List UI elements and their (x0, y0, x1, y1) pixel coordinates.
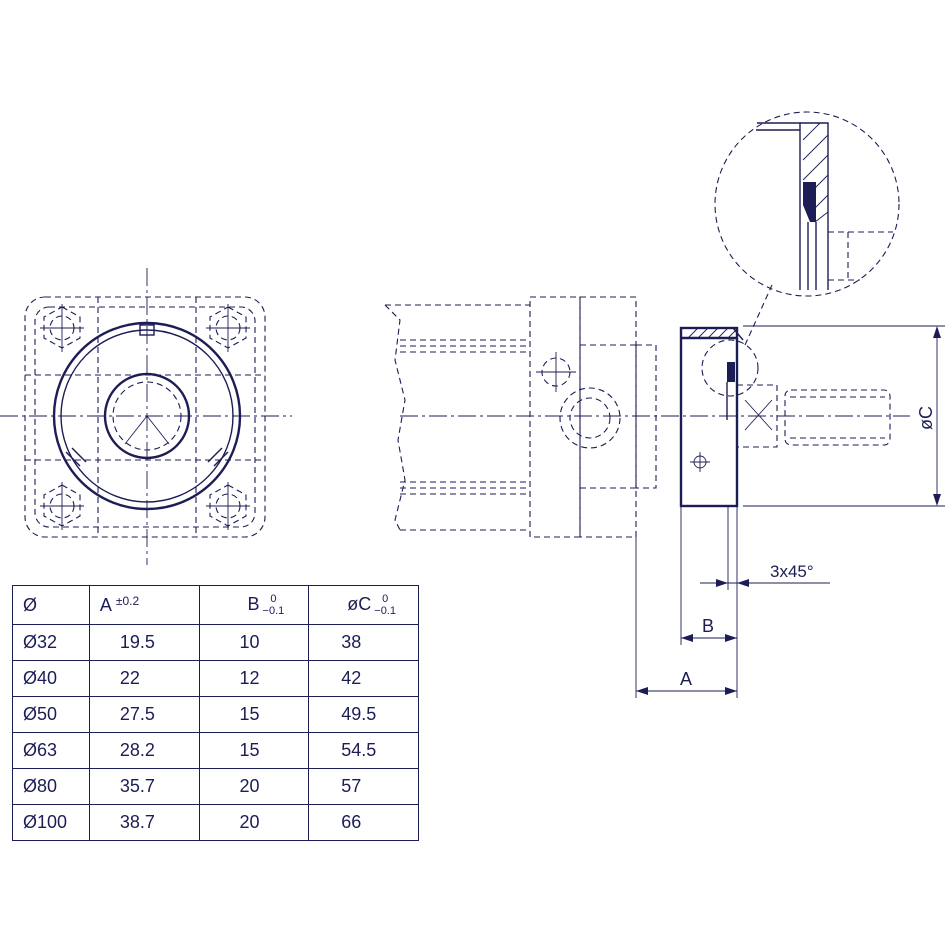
cell-diameter: Ø63 (12, 732, 90, 769)
cell-a: 28.2 (88, 732, 200, 769)
dimension-b: B (680, 506, 738, 645)
detail-part-edge (800, 122, 829, 222)
corner-bolt (206, 304, 250, 352)
thread-circle (112, 381, 182, 451)
slot-notch (213, 451, 229, 467)
cell-b: 20 (198, 768, 310, 805)
table-row: Ø50 27.5 15 49.5 (12, 696, 419, 733)
cell-c: 38 (308, 624, 419, 661)
cell-a: 35.7 (88, 768, 200, 805)
header-a: A±0.2 (88, 585, 200, 625)
cell-b: 15 (198, 696, 310, 733)
end-cap (529, 296, 581, 538)
bore-circle (103, 372, 191, 460)
corner-bolt (40, 304, 84, 352)
front-view (0, 268, 292, 565)
cell-diameter: Ø100 (12, 804, 90, 841)
flange-inner-outline (34, 306, 256, 528)
detail-view (714, 111, 900, 297)
slot-notch (71, 447, 87, 463)
detail-circle (714, 111, 900, 297)
nut-hatch (687, 327, 738, 339)
cell-a: 19.5 (88, 624, 200, 661)
cell-c: 66 (308, 804, 419, 841)
chamfer-line (732, 327, 744, 341)
detail-part-edge (757, 122, 801, 290)
seal (727, 362, 735, 382)
dimension-chamfer: 3x45° (700, 506, 830, 590)
cell-a: 38.7 (88, 804, 200, 841)
cell-c: 54.5 (308, 732, 419, 769)
bore-mark (146, 415, 170, 445)
table-row: Ø32 19.5 10 38 (12, 624, 419, 661)
dimension-c: øC (743, 325, 945, 507)
bore-mark (124, 415, 148, 445)
nut-side (679, 326, 739, 508)
slot-notch (207, 447, 223, 463)
slot-notch (139, 324, 155, 336)
cell-b: 12 (198, 660, 310, 697)
cell-c: 42 (308, 660, 419, 697)
corner-bolt (206, 482, 250, 530)
corner-bolt (40, 482, 84, 530)
table-row: Ø100 38.7 20 66 (12, 804, 419, 841)
dim-c-label: øC (916, 406, 936, 430)
slot-notch (65, 451, 81, 467)
cell-b: 10 (198, 624, 310, 661)
detail-seal (803, 182, 816, 222)
detail-marker (701, 339, 759, 397)
port-large (559, 387, 621, 449)
table-row: Ø80 35.7 20 57 (12, 768, 419, 805)
dimension-a: A (635, 537, 738, 698)
rod (635, 344, 657, 489)
cell-diameter: Ø80 (12, 768, 90, 805)
cell-c: 49.5 (308, 696, 419, 733)
chamfer-label: 3x45° (770, 562, 814, 581)
cell-a: 27.5 (88, 696, 200, 733)
cell-diameter: Ø40 (12, 660, 90, 697)
cell-diameter: Ø32 (12, 624, 90, 661)
cell-diameter: Ø50 (12, 696, 90, 733)
cell-a: 22 (88, 660, 200, 697)
table-row: Ø40 22 12 42 (12, 660, 419, 697)
port-large-inner (569, 397, 611, 439)
flange-outline (24, 296, 266, 538)
header-diameter: Ø (12, 585, 90, 625)
cell-b: 20 (198, 804, 310, 841)
cell-b: 15 (198, 732, 310, 769)
dim-a-label: A (680, 669, 692, 689)
dim-b-label: B (702, 616, 714, 636)
table-row: Ø63 28.2 15 54.5 (12, 732, 419, 769)
nut-outer-circle (52, 321, 242, 511)
break-line (384, 304, 406, 531)
threaded-stud (784, 389, 891, 446)
side-view: øC 3x45° B A (384, 111, 945, 698)
stud-hex (736, 384, 778, 448)
detail-leader (744, 284, 773, 346)
cell-c: 57 (308, 768, 419, 805)
end-flange (579, 296, 637, 538)
nut-inner-circle (60, 329, 234, 503)
